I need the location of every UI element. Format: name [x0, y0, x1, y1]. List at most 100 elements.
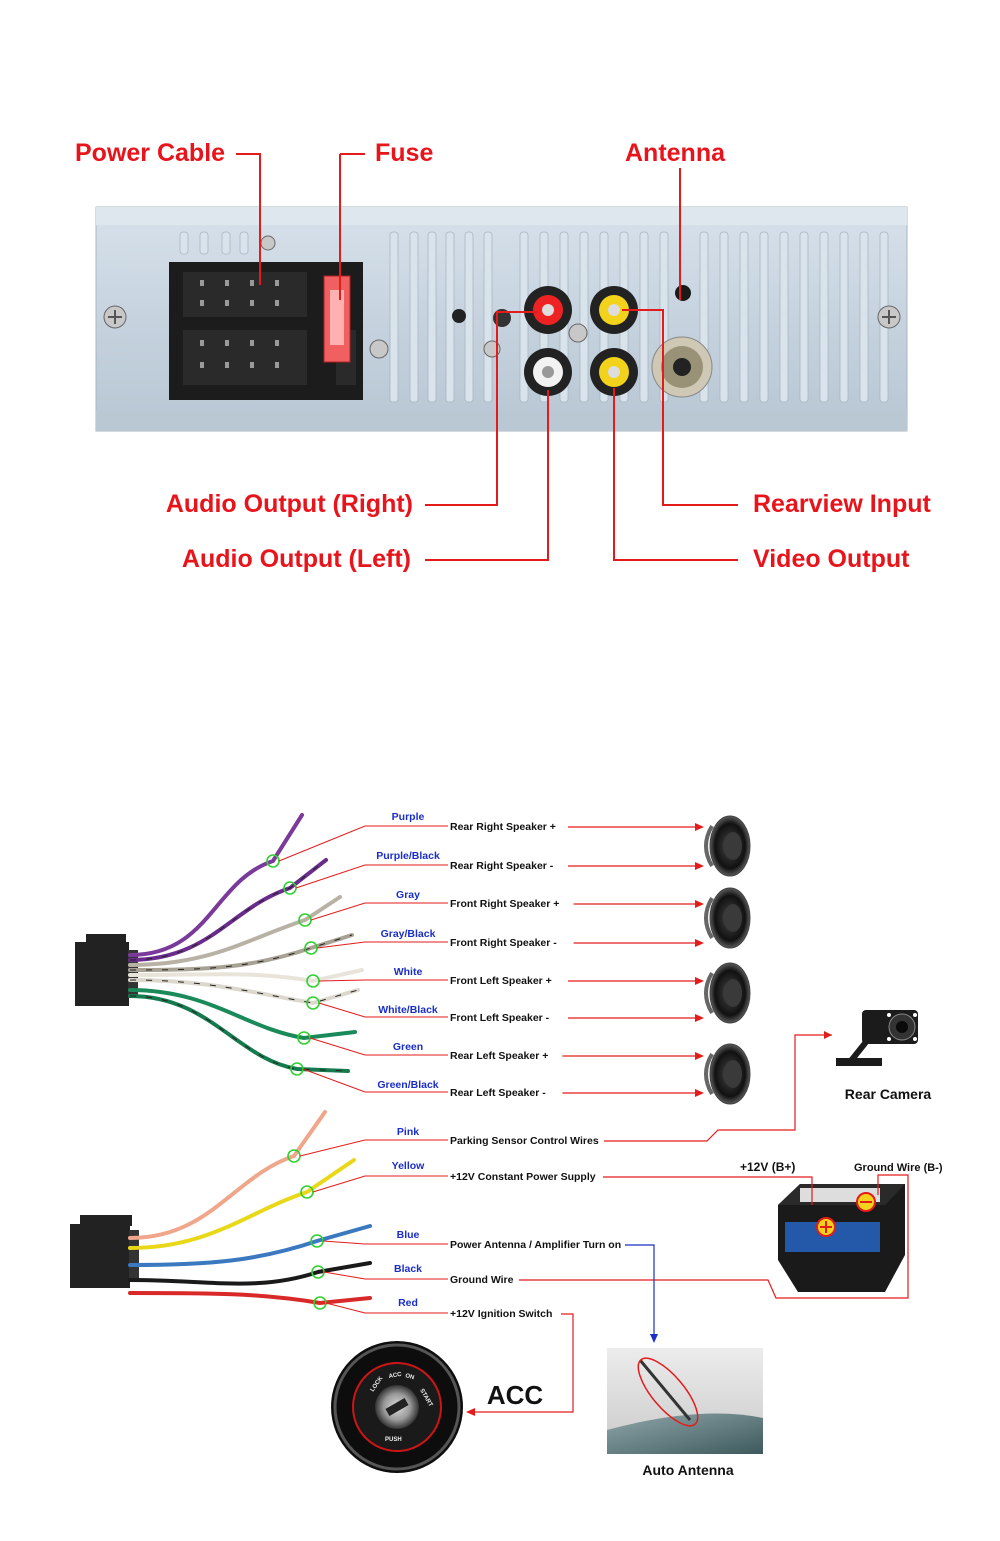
rib — [819, 231, 829, 403]
arrow-head — [695, 862, 704, 870]
wire — [128, 1110, 327, 1240]
wire-function-label: Rear Left Speaker - — [450, 1087, 546, 1099]
wire-function-label: Power Antenna / Amplifier Turn on — [450, 1239, 621, 1251]
arrow-head — [695, 939, 704, 947]
wire-leader — [312, 1175, 448, 1193]
rca-jack-audio-left — [524, 348, 572, 396]
speaker-wire-bundle — [128, 813, 364, 1076]
wire-leader — [299, 1139, 448, 1157]
rib — [464, 231, 474, 403]
wire-function-label: Parking Sensor Control Wires — [450, 1135, 599, 1147]
rib — [839, 231, 849, 403]
wire — [128, 813, 304, 957]
screw-icon — [877, 305, 901, 329]
rib — [799, 231, 809, 403]
connector-pin — [225, 280, 229, 286]
wire-leader — [318, 1002, 448, 1018]
antenna-socket — [651, 336, 713, 398]
ignition-switch-icon: LOCK ACC ON START PUSH — [331, 1341, 463, 1473]
wire-color-label: Green — [393, 1041, 423, 1053]
wire-leader — [309, 1037, 448, 1056]
wire-leader — [278, 825, 448, 862]
arrow-head — [695, 1089, 704, 1097]
wire-leader — [318, 979, 448, 982]
battery-plus-label: +12V (B+) — [740, 1160, 795, 1174]
audio-left-label: Audio Output (Left) — [182, 545, 411, 573]
video-output-label: Video Output — [753, 545, 910, 573]
rib — [859, 231, 869, 403]
speaker-icon — [704, 887, 751, 949]
wire-function-label: Front Right Speaker + — [450, 898, 559, 910]
connector-pin — [200, 340, 204, 346]
wire-leader — [316, 941, 448, 949]
ignition-on-text: ON — [404, 1373, 414, 1381]
power-wire-bundle — [128, 1110, 372, 1310]
rib — [427, 231, 437, 403]
camera-icon — [836, 1010, 918, 1066]
acc-label: ACC — [487, 1380, 544, 1410]
wire — [128, 978, 360, 1006]
wire-function-label: Front Left Speaker - — [450, 1012, 550, 1024]
rib — [199, 231, 209, 255]
wire-function-label: Rear Right Speaker - — [450, 860, 554, 872]
wire-color-label: Yellow — [392, 1160, 426, 1172]
connector-pin — [200, 300, 204, 306]
wire-color-label: Pink — [397, 1126, 419, 1138]
wire — [128, 933, 354, 972]
wire-function-label: +12V Ignition Switch — [450, 1308, 552, 1320]
wire-function-label: +12V Constant Power Supply — [450, 1171, 596, 1183]
connector-pin — [275, 362, 279, 368]
rear-camera-label: Rear Camera — [845, 1086, 932, 1102]
auto-antenna-label: Auto Antenna — [642, 1462, 733, 1478]
wire-stripe — [129, 995, 349, 1072]
wire-color-label: Gray — [396, 889, 420, 901]
rca-jack-video-out — [590, 348, 638, 396]
fuse-label: Fuse — [375, 139, 433, 167]
wire — [128, 1158, 356, 1250]
wire-leader — [325, 1302, 448, 1314]
connector-pin — [250, 362, 254, 368]
rib — [239, 231, 249, 255]
device-connector-lines — [466, 1031, 909, 1416]
arrow-head — [695, 1052, 704, 1060]
rib — [221, 231, 231, 255]
wire-leader — [302, 1068, 448, 1093]
arrow-head — [695, 900, 704, 908]
connector-pin — [275, 300, 279, 306]
wire — [128, 1224, 372, 1267]
connector-pin — [275, 340, 279, 346]
arrow-head — [695, 1014, 704, 1022]
wire — [128, 968, 364, 984]
connector-pin — [200, 362, 204, 368]
callout-labels: Power Cable Fuse Antenna Audio Output (R… — [75, 139, 931, 573]
connector-pin — [275, 280, 279, 286]
rib — [759, 231, 769, 403]
speaker-icons — [704, 815, 751, 1105]
callout-lines — [236, 153, 738, 561]
speaker-icon — [704, 1043, 751, 1105]
wire — [128, 994, 350, 1073]
wire-function-label: Rear Left Speaker + — [450, 1050, 548, 1062]
power-cable-label: Power Cable — [75, 139, 225, 167]
audio-right-label: Audio Output (Right) — [166, 490, 413, 518]
power-harness-connector — [70, 1215, 139, 1288]
antenna-label: Antenna — [625, 139, 726, 167]
wire-leader — [322, 1240, 448, 1245]
fuse-icon — [323, 275, 351, 363]
wire-color-label: Green/Black — [377, 1079, 438, 1091]
wire — [128, 988, 357, 1041]
ignition-acc-text: ACC — [388, 1372, 403, 1380]
connector-pin — [250, 340, 254, 346]
wire-color-label: Purple/Black — [376, 850, 440, 862]
wire-color-label: Blue — [397, 1229, 420, 1241]
wire — [128, 895, 342, 967]
wire-function-label: Rear Right Speaker + — [450, 821, 556, 833]
battery-icon — [778, 1184, 905, 1292]
connector-pin — [250, 280, 254, 286]
connector-pin — [225, 300, 229, 306]
connector-pin — [225, 362, 229, 368]
screw-icon — [103, 305, 127, 329]
arrow-head — [695, 823, 704, 831]
